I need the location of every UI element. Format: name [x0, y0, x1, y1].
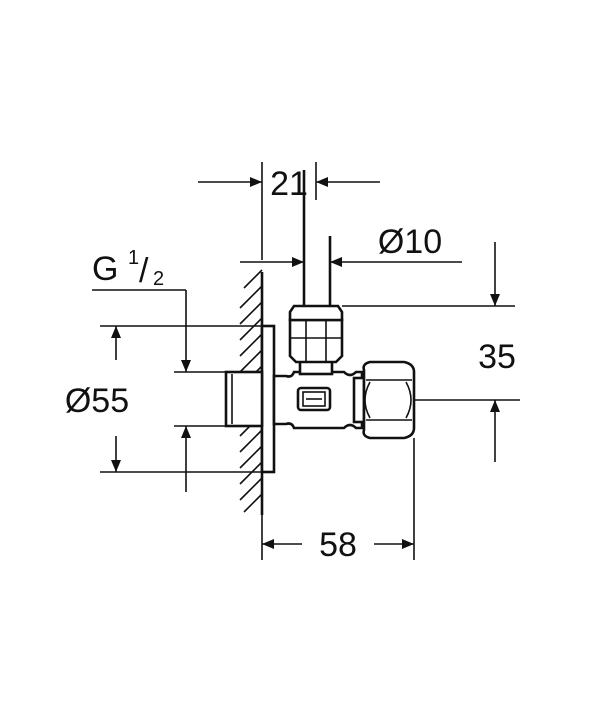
- dim-outlet-length-label: 58: [319, 526, 357, 564]
- dim-rosette-diameter: Ø55: [65, 325, 262, 473]
- dim-inlet-thread: G 1 / 2: [92, 247, 226, 492]
- inlet-thread: [224, 370, 264, 428]
- dim-rosette-diameter-label: Ø55: [65, 382, 129, 420]
- dim-height-offset: 35: [342, 242, 520, 462]
- outlet-stem: [288, 170, 344, 376]
- dim-inlet-thread-sep: /: [139, 252, 149, 290]
- dim-top-offset-label: 21: [270, 165, 308, 203]
- dim-inlet-thread-den: 2: [153, 268, 164, 290]
- dim-pipe-diameter-label: Ø10: [378, 223, 442, 261]
- dim-inlet-thread-main: G: [92, 250, 118, 288]
- handle-cap: [352, 360, 416, 440]
- rosette: [260, 324, 276, 474]
- dim-top-offset: 21: [198, 162, 380, 260]
- dim-outlet-length: 58: [261, 438, 415, 564]
- dim-inlet-thread-num: 1: [128, 247, 139, 269]
- valve-body: [272, 370, 364, 430]
- dim-height-offset-label: 35: [478, 338, 516, 376]
- dim-pipe-diameter: Ø10: [240, 223, 462, 267]
